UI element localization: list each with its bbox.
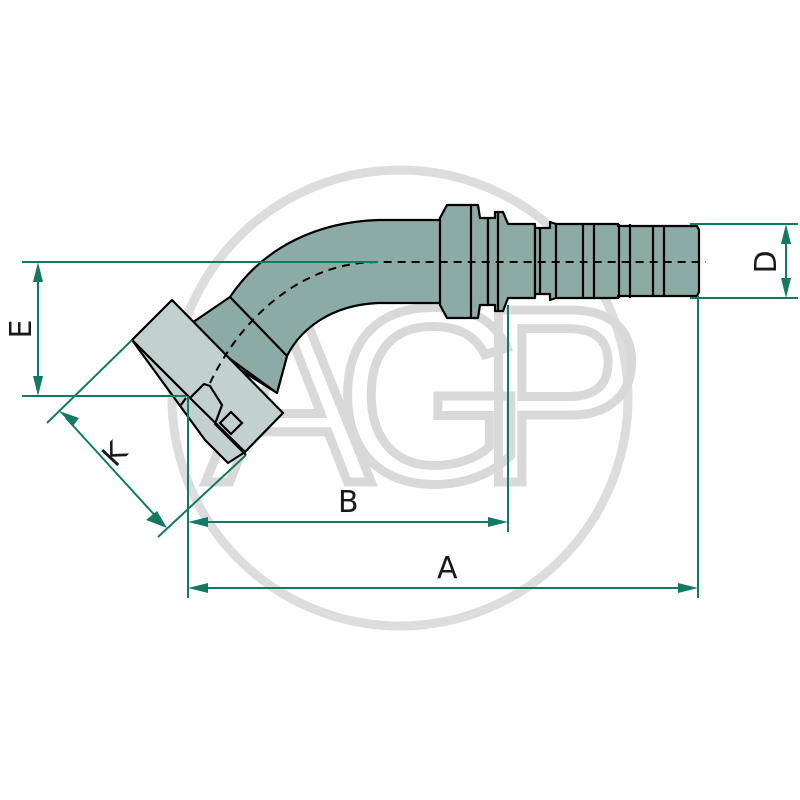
fitting-body bbox=[130, 203, 706, 465]
dimension-labels: B A D E K bbox=[4, 250, 784, 586]
collar bbox=[184, 295, 289, 395]
nut-detail bbox=[180, 382, 247, 456]
dimension-label-b: B bbox=[338, 485, 359, 520]
dimension-label-e: E bbox=[4, 320, 39, 339]
dimension-label-d: D bbox=[749, 250, 784, 273]
dimension-label-a: A bbox=[437, 551, 458, 586]
dimension-k-line bbox=[65, 417, 161, 522]
hose-tail bbox=[533, 220, 701, 302]
dimension-lines bbox=[22, 223, 798, 598]
dimension-label-k: K bbox=[96, 434, 136, 473]
watermark-circle bbox=[167, 165, 633, 631]
